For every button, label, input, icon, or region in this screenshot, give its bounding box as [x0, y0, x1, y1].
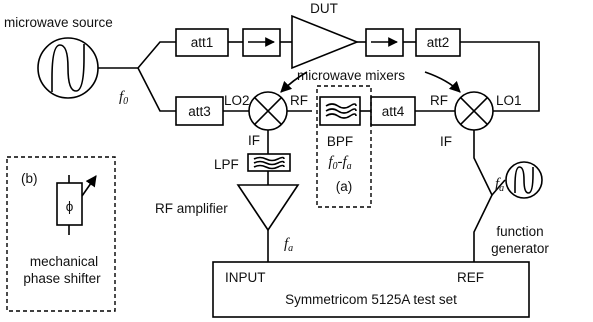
right-mixer-lo-label: LO1: [496, 93, 522, 108]
test-set-input-label: INPUT: [225, 270, 266, 285]
panel-b-label: (b): [21, 171, 38, 186]
phase-shifter-label-line2: phase shifter: [23, 271, 101, 286]
att2-box: [415, 28, 461, 57]
microwave-source: microwave source f0: [4, 15, 128, 107]
att1-box: [175, 28, 229, 57]
panel-a-frame: [316, 85, 372, 208]
right-mixer: RF LO1 IF: [430, 91, 522, 149]
top-chain: att1 DUT att2: [175, 1, 461, 70]
left-mixer: LO2 RF IF: [224, 91, 308, 148]
function-generator-label-line1: function: [496, 224, 543, 239]
left-mixer-rf-label: RF: [290, 93, 308, 108]
function-generator: fa function generator: [491, 161, 549, 256]
bottom-chain: att3 att4: [175, 96, 416, 126]
phase-shifter-icon: [56, 182, 83, 226]
panel-a-label: (a): [336, 179, 353, 194]
phase-shifter-label-line1: mechanical: [30, 254, 98, 269]
signal-wires: [98, 41, 540, 262]
att3-box: [175, 96, 224, 126]
test-set-box: [212, 261, 530, 318]
att1-label: att1: [191, 35, 214, 50]
rf-amplifier: RF amplifier fa: [155, 184, 300, 254]
microwave-source-label: microwave source: [4, 15, 113, 30]
mixers-caption-label: microwave mixers: [297, 68, 405, 83]
test-set-name-label: Symmetricom 5125A test set: [285, 292, 457, 307]
phase-shifter-symbol: ϕ: [66, 199, 74, 214]
amplifier-frequency-label: fa: [284, 236, 293, 254]
function-generator-frequency-label: fa: [495, 176, 504, 194]
bpf-label: BPF: [327, 134, 353, 149]
lpf: LPF: [214, 153, 291, 172]
rf-amplifier-icon: [236, 184, 300, 232]
bpf-frequency-label: f0-fa: [328, 154, 351, 172]
right-mixer-if-label: IF: [440, 134, 452, 149]
right-mixer-rf-label: RF: [430, 93, 448, 108]
dut-label: DUT: [310, 1, 338, 16]
att3-label: att3: [188, 104, 211, 119]
phase-shifter-inset: (b) ϕ mechanical phase shifter: [6, 156, 116, 312]
left-mixer-lo-label: LO2: [224, 93, 250, 108]
test-set: INPUT REF Symmetricom 5125A test set: [212, 261, 530, 318]
dut-amplifier-icon: [291, 14, 360, 70]
rf-amplifier-label: RF amplifier: [155, 201, 228, 216]
source-frequency-label: f0: [119, 89, 128, 107]
mixers-caption: microwave mixers: [280, 68, 461, 93]
left-mixer-if-label: IF: [248, 133, 260, 148]
att4-label: att4: [382, 104, 405, 119]
bpf-panel: BPF f0-fa (a): [316, 85, 372, 208]
panel-b-frame: [6, 156, 116, 312]
test-set-ref-label: REF: [457, 270, 484, 285]
lpf-label: LPF: [214, 157, 239, 172]
att2-label: att2: [427, 35, 450, 50]
function-generator-label-line2: generator: [491, 241, 549, 256]
